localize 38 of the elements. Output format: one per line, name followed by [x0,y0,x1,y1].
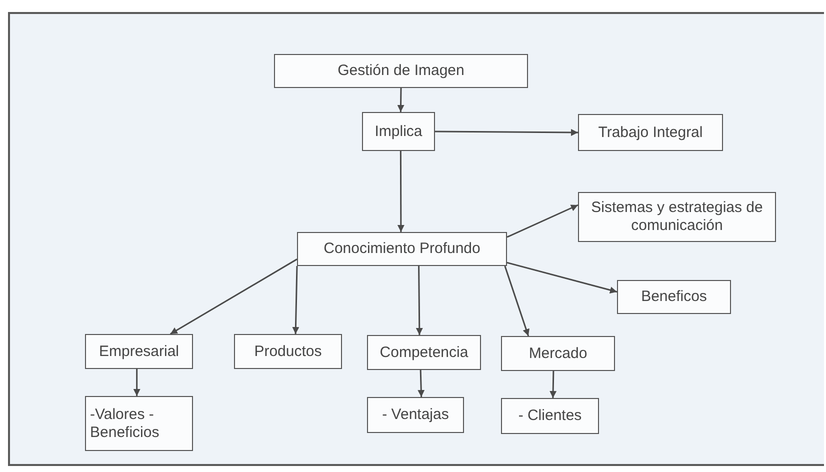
concept-box [617,280,731,314]
box-label: Competencia [380,344,468,362]
arrow [435,128,578,136]
arrow [292,266,300,334]
concept-box [501,336,615,371]
box-label: - Clientes [518,407,582,425]
arrow [397,88,404,112]
arrow [550,370,557,398]
concept-box [297,232,507,266]
concept-box [578,114,723,151]
arrow [397,151,404,232]
arrow [133,369,140,396]
box-label: Sistemas y estrategias de comunicación [590,199,764,235]
concept-box [234,334,342,369]
arrow [506,204,578,238]
arrow [170,258,298,335]
box-label: Mercado [528,344,588,362]
concept-box [274,54,528,88]
concept-box [362,112,435,151]
box-label: - Ventajas [382,406,449,424]
arrow [504,266,530,336]
concept-box [85,396,193,451]
arrow [418,370,425,398]
arrow [506,262,618,294]
concept-box [367,397,464,433]
box-label: Implica [374,122,422,140]
arrow [416,266,423,335]
concept-box [501,398,599,434]
concept-box [578,192,776,242]
box-label: Beneficos [641,288,707,306]
box-label: Empresarial [98,342,180,360]
box-label: Gestión de Imagen [338,62,464,80]
box-label: Trabajo Integral [598,124,703,142]
box-label: Conocimiento Profundo [324,240,480,258]
concept-box [85,334,193,369]
concept-box [367,335,481,370]
box-label: -Valores -Beneficios [90,406,160,442]
box-label: Productos [254,342,322,360]
